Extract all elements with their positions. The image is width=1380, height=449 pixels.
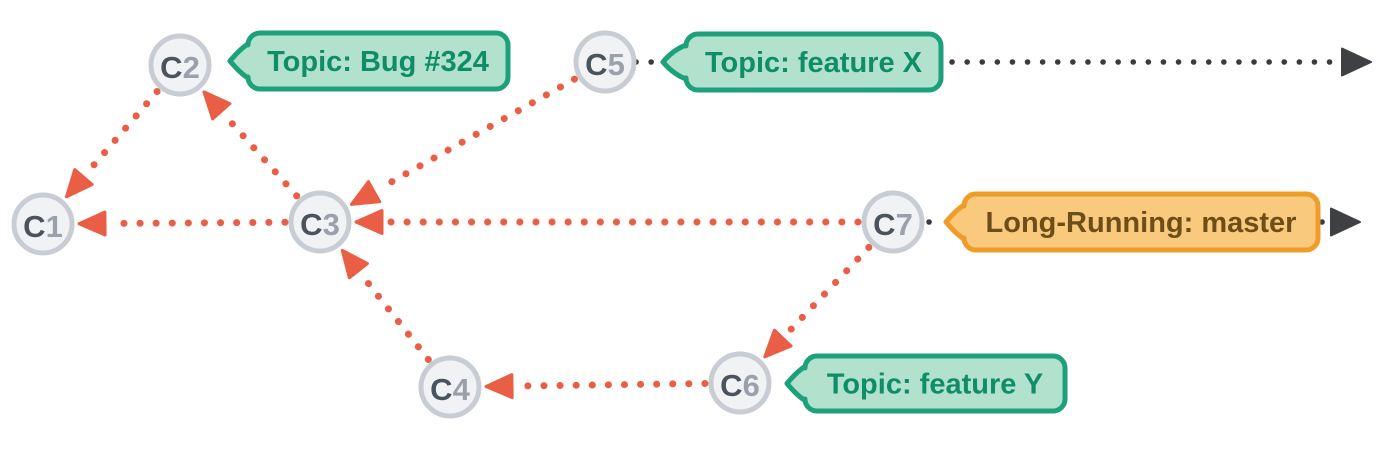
red-arrowhead-icon <box>354 209 384 235</box>
red-arrowhead-icon <box>763 328 793 359</box>
branch-label-text: Topic: Bug #324 <box>267 46 489 78</box>
branch-label-text: Long-Running: master <box>986 207 1297 239</box>
edge-C3-to-C2 <box>202 90 301 200</box>
commit-label: C7 <box>873 207 913 242</box>
commit-label: C4 <box>430 372 470 407</box>
edge-C6-to-C4 <box>484 373 709 400</box>
branch-label-text: Topic: feature Y <box>827 369 1043 401</box>
commit-label: C6 <box>720 368 760 403</box>
branch-label-master: Long-Running: master <box>943 191 1321 253</box>
commit-label: C2 <box>160 50 200 85</box>
master-timeline <box>926 207 1361 237</box>
red-arrowhead-icon <box>202 90 232 121</box>
commit-node-c1: C1 <box>11 192 75 256</box>
branch-label-text: Topic: feature X <box>705 47 923 79</box>
red-arrowhead-icon <box>349 180 382 206</box>
commit-node-c6: C6 <box>708 351 772 415</box>
branch-label-bubble <box>227 30 511 92</box>
edge-C4-to-C3 <box>340 248 432 364</box>
branch-label-bubble <box>784 353 1068 414</box>
commit-node-c3: C3 <box>288 190 352 254</box>
commit-label: C3 <box>300 207 340 242</box>
edge-C5-to-C3 <box>349 75 578 206</box>
commit-node-c2: C2 <box>148 33 212 97</box>
red-arrowhead-icon <box>64 168 94 199</box>
branch-label-feature-x: Topic: feature X <box>660 31 944 93</box>
branch-label-bug-324: Topic: Bug #324 <box>227 30 511 92</box>
branch-label-bubble <box>943 191 1321 253</box>
red-arrowhead-icon <box>484 373 514 400</box>
edge-C7-to-C3 <box>354 209 862 235</box>
edge-C2-to-C1 <box>64 88 161 199</box>
commit-node-c4: C4 <box>418 355 482 419</box>
branch-label-feature-y: Topic: feature Y <box>784 353 1068 414</box>
commit-node-c7: C7 <box>861 190 925 254</box>
edge-C3-to-C1 <box>77 210 289 237</box>
red-arrowhead-icon <box>77 210 107 237</box>
commit-label: C5 <box>585 47 625 82</box>
commit-label: C1 <box>23 209 63 244</box>
timeline-arrowhead-icon <box>1341 47 1372 77</box>
feature-x-timeline <box>633 47 1372 77</box>
timeline-arrowhead-icon <box>1330 207 1361 237</box>
red-arrowhead-icon <box>340 248 369 280</box>
commit-node-c5: C5 <box>573 30 637 94</box>
edge-C7-to-C6 <box>763 243 873 359</box>
branch-label-bubble <box>660 31 944 93</box>
